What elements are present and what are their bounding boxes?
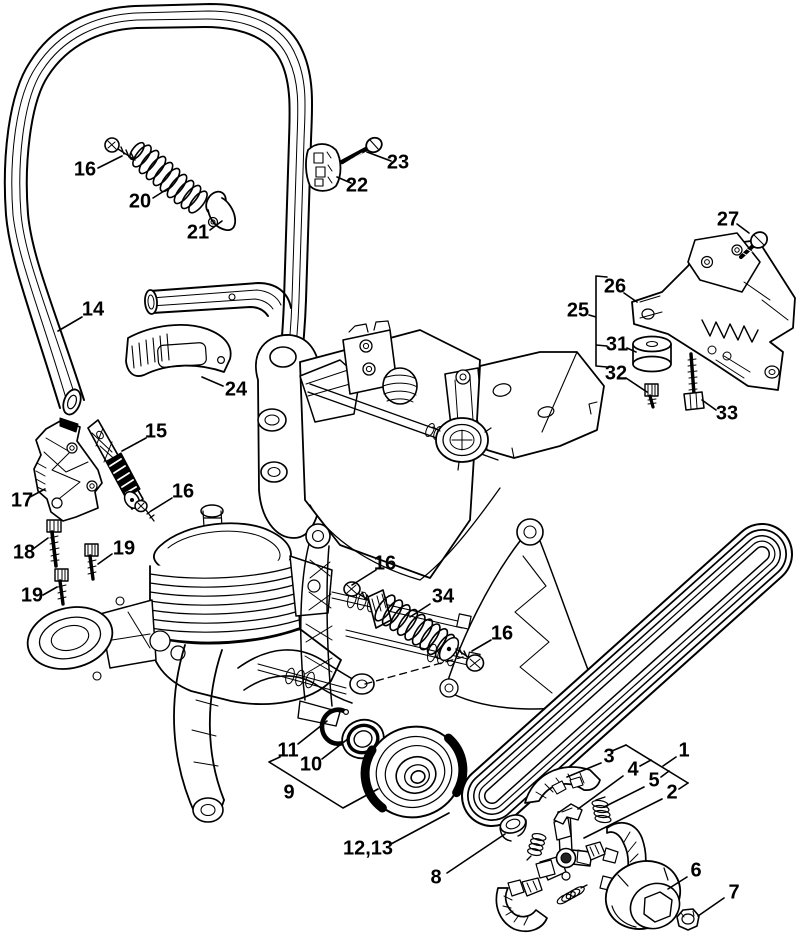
callout-14-handlebar: 14 (81, 298, 105, 321)
callout-16-spring-screw-b: 16 (490, 622, 514, 645)
clutch-shoe-top-3 (525, 767, 600, 803)
spring-34 (368, 590, 462, 664)
callout-2-clutch-carrier: 2 (666, 781, 678, 804)
alignment-dashed-line (365, 657, 463, 684)
support-arm (174, 645, 374, 822)
callout-16-spring-screw-a: 16 (373, 552, 397, 575)
callout-25-assembly: 25 (566, 299, 590, 322)
spring-20 (127, 140, 210, 215)
screw-18 (47, 520, 61, 566)
crankcase (21, 597, 341, 704)
tank-housing (256, 321, 604, 580)
sleeve-21 (202, 188, 235, 230)
callout-33-bolt: 33 (715, 402, 739, 425)
callout-24-cover: 24 (224, 378, 248, 401)
handle-clamp-cover (126, 325, 231, 376)
callout-27-bolt: 27 (716, 208, 740, 231)
callout-8-bushing: 8 (430, 866, 442, 889)
cylinder-engine (150, 505, 332, 642)
callout-11-snap-ring: 11 (277, 739, 299, 762)
av-spring-element-15 (88, 420, 143, 511)
screw-19b (55, 569, 68, 604)
clutch-drum-6 (595, 849, 692, 936)
screw-16-av (135, 501, 154, 522)
callout-4-clutch-part: 4 (627, 758, 639, 781)
callout-3-clutch-shoe: 3 (603, 745, 615, 768)
bolt-33 (684, 354, 704, 410)
screw-16-spring-a (344, 582, 372, 602)
clutch-block-c (522, 878, 542, 896)
bolt-27 (741, 229, 770, 257)
av-bracket-17 (34, 418, 102, 521)
callout-18-screw: 18 (12, 541, 36, 564)
callout-23-bolt: 23 (386, 151, 410, 174)
clutch-part-4 (554, 804, 582, 824)
ring-buffer-31 (633, 337, 671, 372)
screw-16-spring-b (456, 648, 484, 671)
callout-31-ring-buffer: 31 (605, 333, 629, 356)
clutch-shoe-bottom (496, 880, 547, 931)
callout-20-spring: 20 (128, 190, 152, 213)
ribbed-belt (492, 554, 762, 796)
callout-32-screw: 32 (604, 362, 628, 385)
callout-17-bracket: 17 (10, 489, 34, 512)
mount-bracket-26 (632, 233, 795, 390)
bracket-lines-25 (589, 276, 607, 367)
bushing-8 (498, 812, 528, 841)
callout-9-pulley: 9 (283, 781, 295, 804)
callout-5-clutch-spring: 5 (648, 769, 660, 792)
nut-7 (677, 909, 699, 930)
callout-16-handle-screw: 16 (73, 158, 97, 181)
callout-12-13-belt: 12,13 (342, 837, 394, 860)
callout-26-bracket: 26 (603, 275, 627, 298)
callout-7-nut: 7 (728, 881, 740, 904)
clutch-block-b (586, 842, 605, 860)
pulley-9 (354, 713, 475, 830)
screw-19a (85, 544, 98, 579)
clamp-22 (306, 144, 341, 191)
callout-34-spring: 34 (431, 585, 455, 608)
callout-1-clutch-assembly: 1 (678, 739, 690, 762)
callout-10-bearing: 10 (299, 753, 323, 776)
callout-6-clutch-drum: 6 (690, 859, 702, 882)
screw-32 (645, 384, 658, 407)
clutch-carrier-2 (536, 810, 592, 880)
clutch-spring-c (556, 885, 587, 906)
callout-16-av-screw: 16 (171, 480, 195, 503)
handle-screw-16 (105, 138, 135, 160)
callout-15-av-element: 15 (144, 420, 168, 443)
leader-lines (30, 152, 749, 916)
callout-21-sleeve: 21 (186, 221, 210, 244)
clutch-spring-small-a (527, 832, 547, 860)
callout-22-clamp: 22 (345, 174, 369, 197)
bolt-23 (342, 135, 384, 164)
clutch-spring-5 (592, 797, 612, 823)
callout-19-screw-a: 19 (112, 537, 136, 560)
handlebar-loop (5, 4, 312, 417)
callout-19-screw-b: 19 (20, 584, 44, 607)
